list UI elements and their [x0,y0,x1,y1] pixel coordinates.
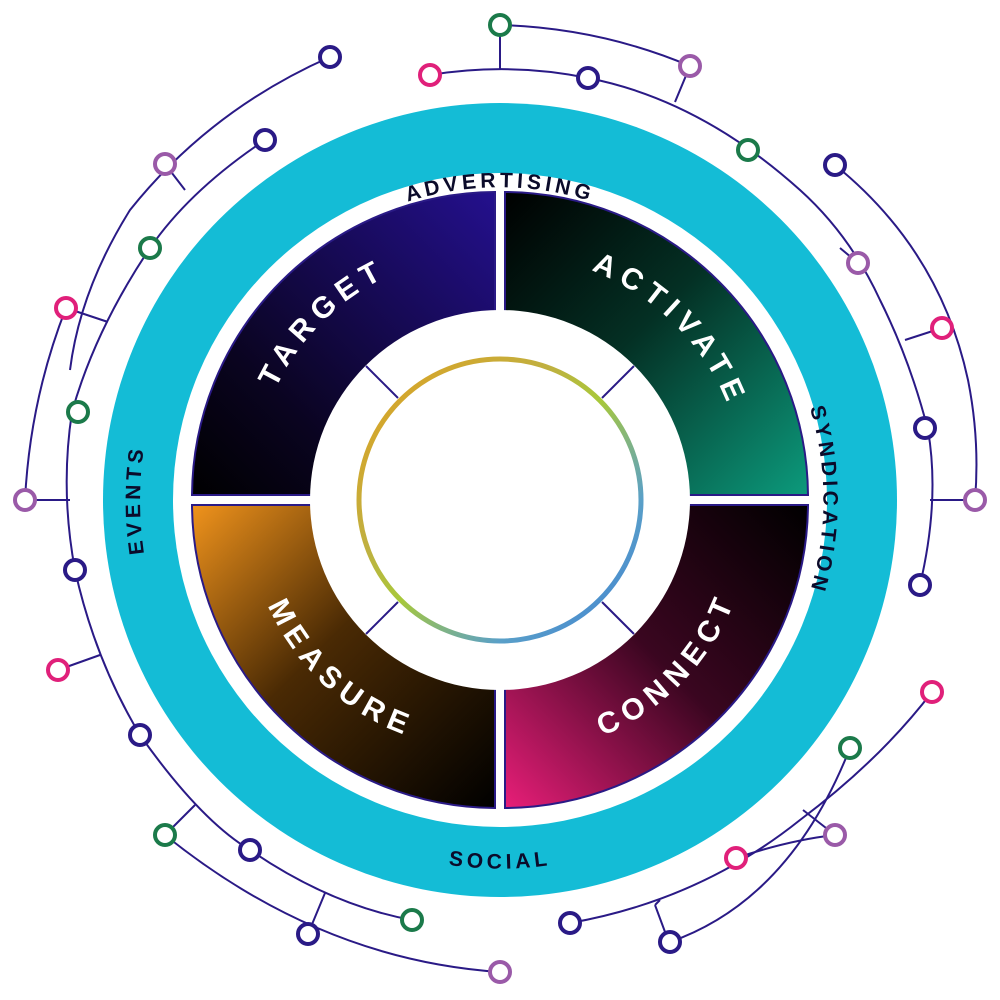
node-dot [46,658,70,682]
node-dot [908,573,932,597]
center-gradient-circle [356,356,644,644]
node-dot [488,960,512,984]
node-dot [930,316,954,340]
node-dot [558,911,582,935]
node-dot [253,128,277,152]
node-dot [846,251,870,275]
node-dot [138,236,162,260]
node-dot [63,558,87,582]
node-dot [823,823,847,847]
node-dot [238,838,262,862]
node-dot [838,736,862,760]
label-social: SOCIAL [448,847,552,874]
node-dot [963,488,987,512]
node-dot [153,823,177,847]
node-dot [54,296,78,320]
node-dot [400,908,424,932]
node-dot [823,153,847,177]
inner-hub [310,310,690,690]
node-dot [318,45,342,69]
node-dot [153,152,177,176]
node-dot [296,922,320,946]
node-dot [724,846,748,870]
node-dot [66,400,90,424]
node-dot [418,63,442,87]
hub-spokes [365,365,635,635]
node-dot [128,723,152,747]
node-dot [658,930,682,954]
node-dot [576,66,600,90]
node-dot [678,54,702,78]
node-dot [736,138,760,162]
node-dot [913,416,937,440]
node-dot [13,488,37,512]
node-dot [920,680,944,704]
node-dot [488,13,512,37]
network-nodes [13,13,987,984]
